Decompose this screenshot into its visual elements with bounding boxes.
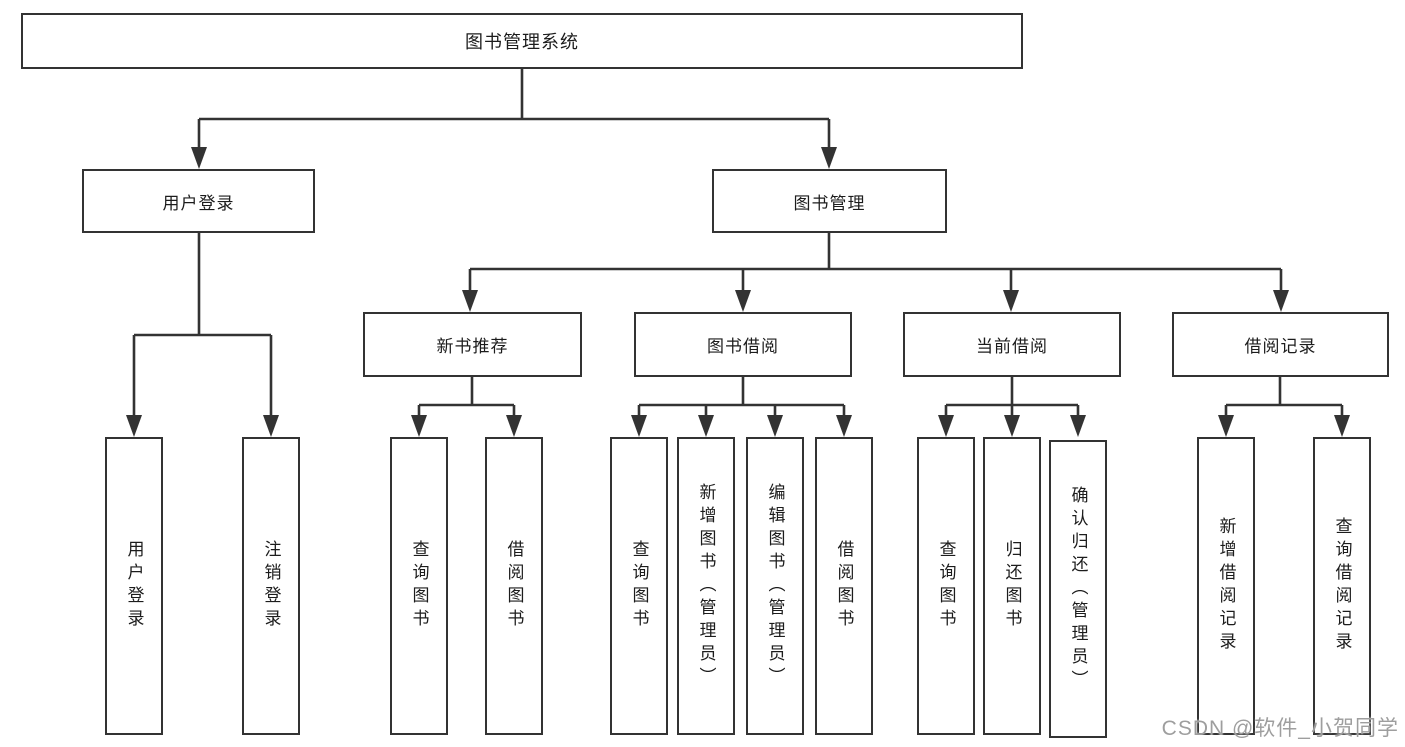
leaf-logout: 注销登录 bbox=[242, 437, 300, 735]
leaf-query-borrow-record: 查询借阅记录 bbox=[1313, 437, 1371, 735]
watermark-text: CSDN @软件_小贺同学 bbox=[1161, 717, 1399, 740]
node-book-management: 图书管理 bbox=[712, 169, 947, 233]
node-user-login: 用户登录 bbox=[82, 169, 315, 233]
leaf-borrow-books: 借阅图书 bbox=[815, 437, 873, 735]
node-book-borrow: 图书借阅 bbox=[634, 312, 852, 377]
leaf-query-books-current: 查询图书 bbox=[917, 437, 975, 735]
node-borrow-records: 借阅记录 bbox=[1172, 312, 1389, 377]
node-new-book-recommend: 新书推荐 bbox=[363, 312, 582, 377]
leaf-return-book: 归还图书 bbox=[983, 437, 1041, 735]
node-current-borrow: 当前借阅 bbox=[903, 312, 1121, 377]
leaf-user-login: 用户登录 bbox=[105, 437, 163, 735]
leaf-confirm-return-admin: 确认归还（管理员） bbox=[1049, 440, 1107, 738]
leaf-borrow-books-recommend: 借阅图书 bbox=[485, 437, 543, 735]
node-library-management-system: 图书管理系统 bbox=[21, 13, 1023, 69]
leaf-add-borrow-record: 新增借阅记录 bbox=[1197, 437, 1255, 735]
leaf-query-books-borrow: 查询图书 bbox=[610, 437, 668, 735]
leaf-edit-book-admin: 编辑图书（管理员） bbox=[746, 437, 804, 735]
leaf-query-books-recommend: 查询图书 bbox=[390, 437, 448, 735]
leaf-add-book-admin: 新增图书（管理员） bbox=[677, 437, 735, 735]
